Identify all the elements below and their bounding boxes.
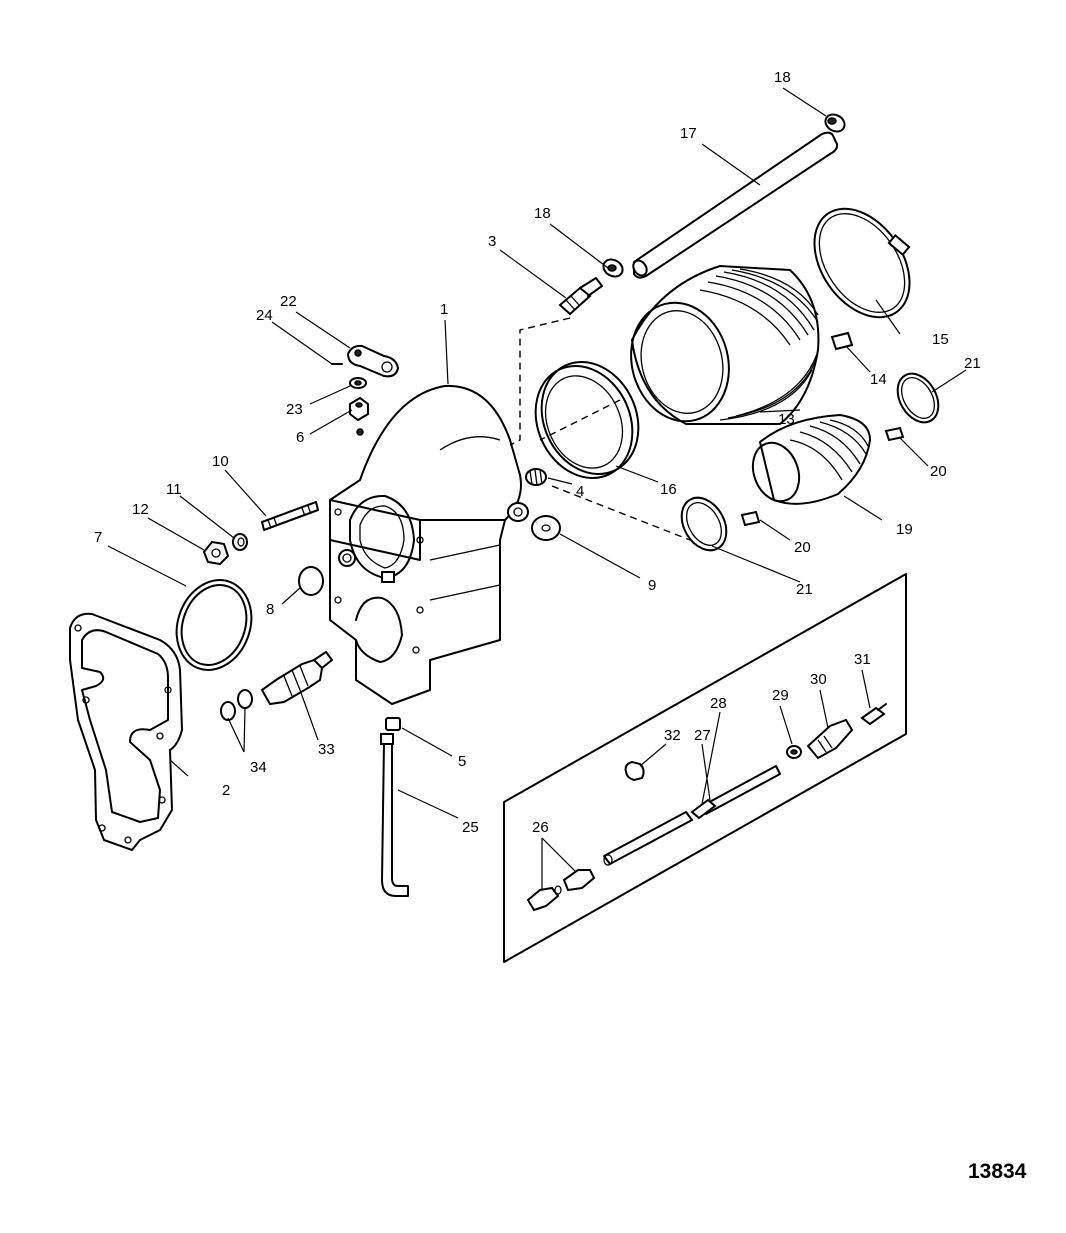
callout-25: 25 [462, 819, 479, 836]
callout-1: 1 [440, 301, 448, 318]
callout-11: 11 [166, 481, 182, 498]
part-21-clamp-lower [680, 496, 728, 552]
part-34-o-rings [220, 689, 253, 721]
part-23-washer [349, 377, 367, 389]
leader-lines [107, 87, 967, 890]
callout-17: 17 [680, 125, 697, 142]
callout-21-right: 21 [964, 355, 981, 372]
callout-15: 15 [932, 331, 949, 348]
part-29-nut [786, 745, 802, 759]
callout-29: 29 [772, 687, 789, 704]
callout-7: 7 [94, 529, 102, 546]
callout-24: 24 [256, 307, 273, 324]
callout-18: 18 [534, 205, 551, 222]
callout-9: 9 [648, 577, 656, 594]
part-28-fitting [690, 798, 717, 820]
callout-19: 19 [896, 521, 913, 538]
part-25-tube [380, 733, 409, 897]
alignment-lines [509, 317, 691, 541]
callout-labels: 18 17 18 3 1 22 24 23 6 10 11 12 7 8 2 3… [94, 69, 981, 836]
callout-18-top: 18 [774, 69, 791, 86]
figure-number: 13834 [968, 1160, 1027, 1183]
callout-10: 10 [212, 453, 229, 470]
part-18-hose-clamp-top [824, 113, 846, 133]
callout-20-lower: 20 [794, 539, 811, 556]
part-6-nut [349, 396, 369, 422]
callout-6: 6 [296, 429, 304, 446]
part-11-washer [232, 533, 248, 551]
callout-13: 13 [778, 411, 795, 428]
callout-20-upper: 20 [930, 463, 947, 480]
callout-34: 34 [250, 759, 267, 776]
part-26-fittings [526, 869, 596, 912]
callout-22: 22 [280, 293, 297, 310]
part-21-clamp-right [896, 372, 940, 424]
part-2-gasket [69, 612, 183, 851]
part-5-fitting [385, 717, 401, 731]
part-20-tab-upper [884, 426, 905, 442]
part-10-stud [261, 501, 319, 531]
callout-21-lower: 21 [796, 581, 813, 598]
part-15-large-clamp [813, 207, 911, 319]
part-12-nut [202, 540, 230, 566]
part-22-bracket [346, 344, 400, 378]
callout-30: 30 [810, 671, 827, 688]
part-16-ring [534, 360, 640, 480]
part-19-small-bellows [751, 414, 871, 505]
part-13-bellows [630, 265, 820, 425]
callout-16: 16 [660, 481, 677, 498]
part-32-clip [624, 760, 645, 782]
part-31-fitting [860, 703, 887, 726]
callout-2: 2 [222, 782, 230, 799]
callout-3: 3 [488, 233, 496, 250]
kit-box [503, 573, 907, 963]
callout-8: 8 [266, 601, 274, 618]
part-18-hose-clamp-lower [602, 258, 624, 278]
part-30-fitting [806, 718, 854, 760]
part-4-plug [525, 468, 547, 486]
callout-28: 28 [710, 695, 727, 712]
callout-31: 31 [854, 651, 871, 668]
callout-27: 27 [694, 727, 711, 744]
callout-32: 32 [664, 727, 681, 744]
callout-26: 26 [532, 819, 549, 836]
part-14-tab [830, 331, 854, 351]
callout-12: 12 [132, 501, 149, 518]
callout-14: 14 [870, 371, 887, 388]
callout-33: 33 [318, 741, 335, 758]
part-3-fitting [558, 277, 603, 316]
callout-5: 5 [458, 753, 466, 770]
part-8-o-ring [298, 566, 324, 596]
part-33-fitting [260, 651, 333, 706]
callout-23: 23 [286, 401, 303, 418]
callout-4: 4 [576, 483, 584, 500]
part-7-large-o-ring [175, 579, 253, 671]
part-1-housing [329, 384, 529, 705]
part-9-washer [531, 515, 561, 541]
part-20-tab-lower [740, 510, 761, 527]
part-27-hose-lower [603, 811, 693, 866]
part-17-hose [632, 131, 839, 279]
